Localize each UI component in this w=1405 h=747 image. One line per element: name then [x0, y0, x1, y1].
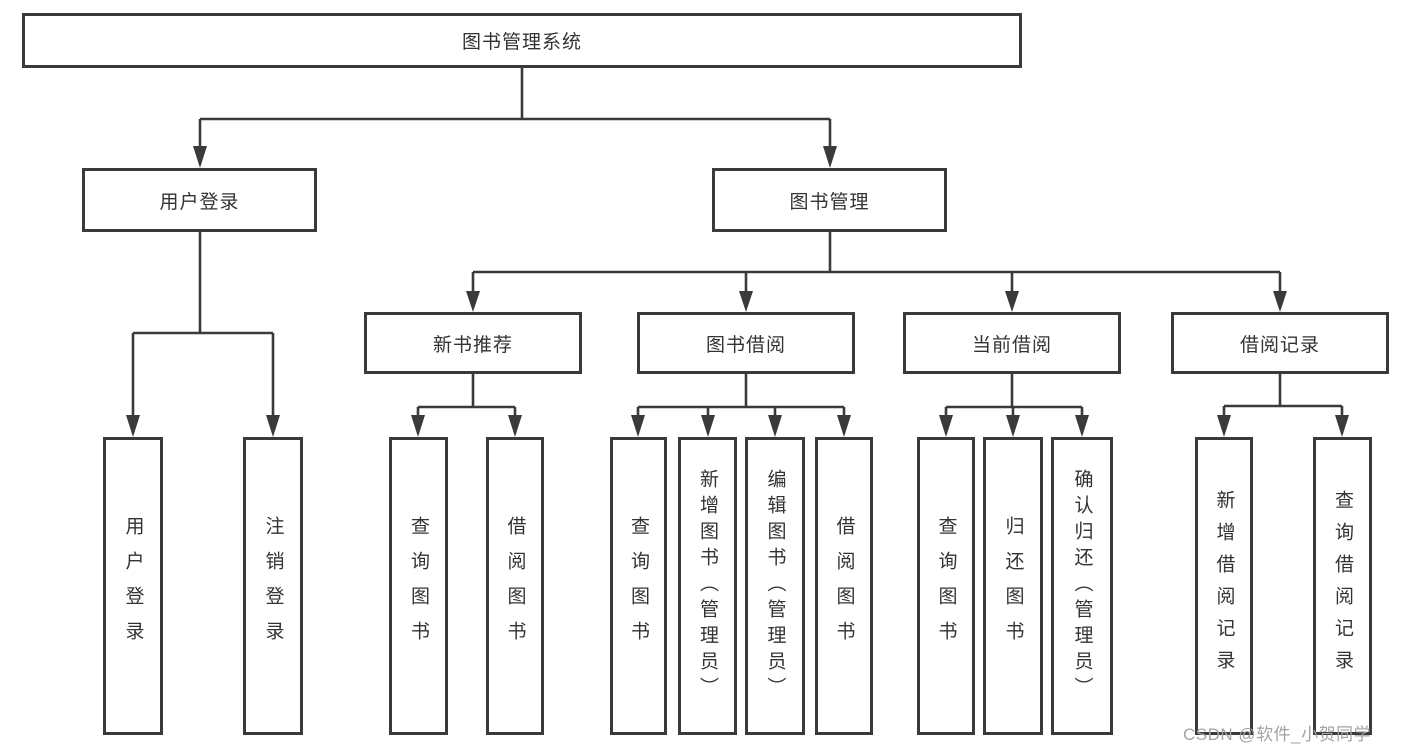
leaf-query-books-borrow: 查询图书: [610, 437, 667, 735]
node-current-borrow: 当前借阅: [903, 312, 1121, 374]
leaf-add-borrow-record: 新增借阅记录: [1195, 437, 1253, 735]
csdn-watermark: CSDN @软件_小贺同学: [1183, 725, 1372, 744]
leaf-query-books-recommend: 查询图书: [389, 437, 448, 735]
leaf-user-login: 用户登录: [103, 437, 163, 735]
connector-arrowheads: [126, 146, 1349, 437]
node-root-system: 图书管理系统: [22, 13, 1022, 68]
leaf-edit-books-admin: 编辑图书（管理员）: [745, 437, 805, 735]
node-user-login-module: 用户登录: [82, 168, 317, 232]
node-new-book-recommend: 新书推荐: [364, 312, 582, 374]
leaf-borrow-books-recommend: 借阅图书: [486, 437, 544, 735]
leaf-logout: 注销登录: [243, 437, 303, 735]
leaf-borrow-books: 借阅图书: [815, 437, 873, 735]
leaf-confirm-return-admin: 确认归还（管理员）: [1051, 437, 1113, 735]
leaf-query-books-current: 查询图书: [917, 437, 975, 735]
node-book-management-module: 图书管理: [712, 168, 947, 232]
leaf-query-borrow-record: 查询借阅记录: [1313, 437, 1372, 735]
connector-paths: [131, 68, 1344, 417]
node-borrow-record: 借阅记录: [1171, 312, 1389, 374]
leaf-return-books: 归还图书: [983, 437, 1043, 735]
leaf-add-books-admin: 新增图书（管理员）: [678, 437, 737, 735]
node-book-borrow: 图书借阅: [637, 312, 855, 374]
